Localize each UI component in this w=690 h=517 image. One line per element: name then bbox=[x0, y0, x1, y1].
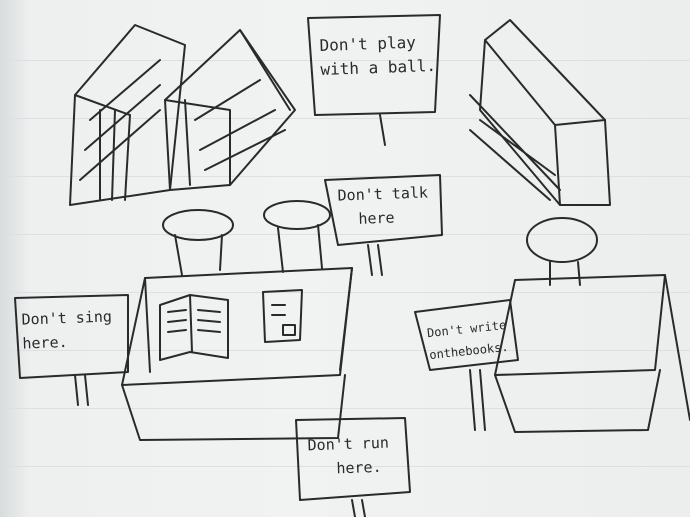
sign-no-talk: Don't talk here bbox=[337, 180, 429, 231]
sign-no-sing: Don't sing here. bbox=[21, 304, 113, 355]
stools bbox=[162, 200, 598, 286]
sign-line: here bbox=[358, 208, 395, 228]
sign-line: here. bbox=[22, 332, 68, 353]
sign-line: here. bbox=[336, 457, 382, 478]
sign-no-ball: Don't play with a ball. bbox=[319, 30, 436, 82]
desk-right bbox=[494, 274, 690, 433]
sign-no-run: Don't run here. bbox=[307, 431, 390, 482]
sign-line: Don't run bbox=[307, 433, 390, 455]
sign-no-write: Don't write onthebooks. bbox=[426, 314, 510, 366]
desk-center bbox=[121, 267, 353, 441]
bookshelf-right bbox=[469, 19, 611, 206]
bookshelf-left bbox=[69, 24, 296, 206]
sign-line: Don't sing bbox=[21, 307, 113, 329]
signs bbox=[14, 14, 519, 517]
sign-line: with a ball. bbox=[320, 55, 437, 80]
sign-line: Don't talk bbox=[337, 183, 429, 205]
